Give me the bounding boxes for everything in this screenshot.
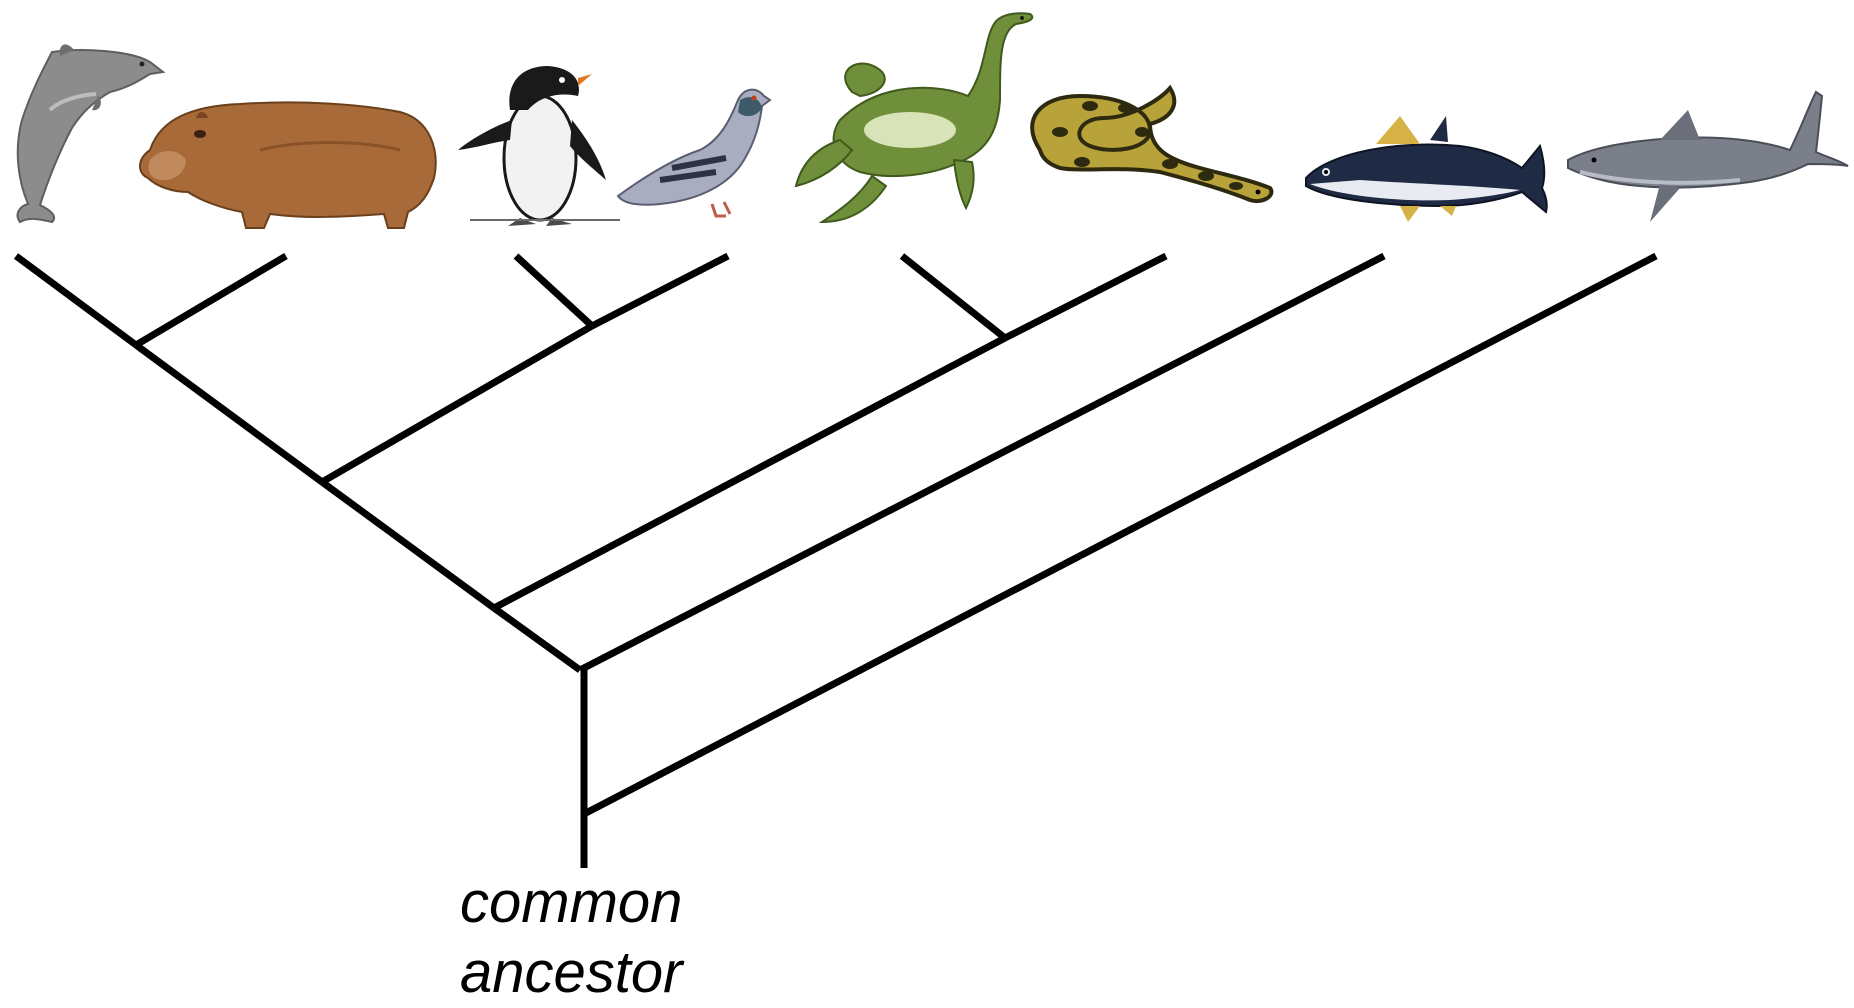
branch-penguin — [516, 256, 592, 326]
plesiosaur-icon — [796, 13, 1032, 222]
common-ancestor-label: common ancestor — [460, 868, 720, 1008]
dolphin-icon — [18, 44, 163, 222]
shark-icon — [1568, 92, 1848, 222]
branch-bird-stem — [322, 326, 592, 482]
branch-hippo — [136, 256, 286, 345]
python-snake-icon — [1032, 88, 1271, 201]
root-label-line1: common — [460, 868, 720, 938]
branch-tetrapod-stem — [494, 608, 580, 670]
tuna-fish-icon — [1306, 116, 1547, 222]
penguin-icon — [458, 66, 620, 226]
hippopotamus-icon — [140, 102, 436, 228]
branch-mammal-bird-stem — [322, 482, 494, 608]
pigeon-icon — [618, 90, 770, 216]
branch-pigeon — [592, 256, 728, 326]
branch-dolphin — [16, 256, 136, 345]
branch-dolphin-hippo-stem — [136, 345, 322, 482]
branch-reptile-stem — [494, 338, 1005, 608]
branch-python — [1005, 256, 1166, 338]
root-label-line2: ancestor — [460, 938, 720, 1008]
branch-shark — [584, 256, 1656, 814]
branch-plesiosaur — [902, 256, 1005, 338]
